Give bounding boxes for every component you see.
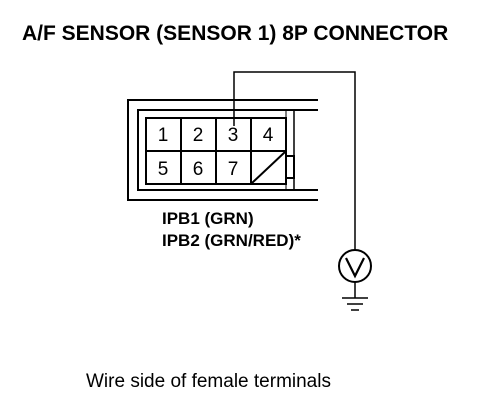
pin-7-label: 7 [228, 159, 239, 180]
wire-label-ipb1: IPB1 (GRN) [162, 209, 254, 228]
view-caption: Wire side of female terminals [86, 371, 331, 392]
diagram-title: A/F SENSOR (SENSOR 1) 8P CONNECTOR [22, 22, 449, 45]
blocked-cavity-mark [251, 151, 286, 184]
pin-5-label: 5 [158, 159, 169, 180]
pin-1-label: 1 [158, 125, 169, 146]
probe-wire [233, 71, 356, 250]
pin-3-label: 3 [228, 125, 239, 146]
pin-4-label: 4 [263, 125, 274, 146]
wire-label-ipb2: IPB2 (GRN/RED)* [162, 231, 301, 250]
pin-6-label: 6 [193, 159, 204, 180]
voltmeter-symbol [338, 249, 372, 283]
terminal-grid [145, 117, 295, 185]
ground-symbol [342, 282, 368, 311]
pin-2-label: 2 [193, 125, 204, 146]
